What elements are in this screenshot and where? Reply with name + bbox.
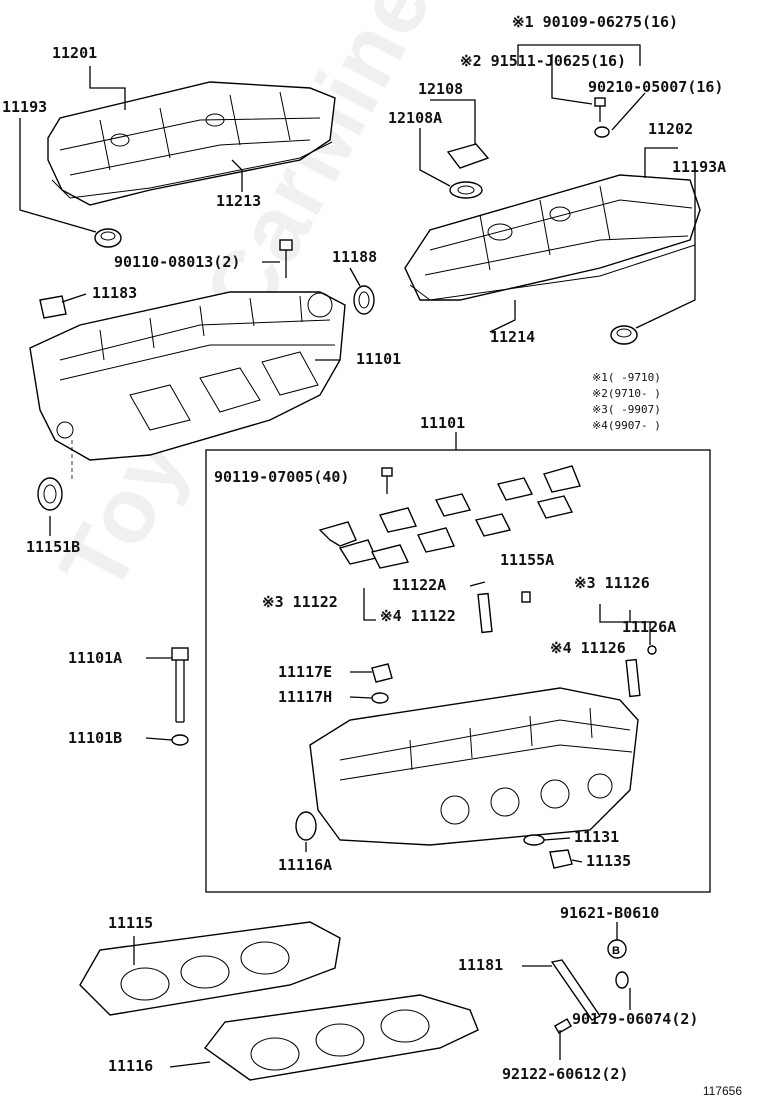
cylinder-head-sub-assembly-box bbox=[205, 449, 711, 893]
legend-range-1: ( -9710) bbox=[607, 371, 661, 384]
leader-lines bbox=[19, 44, 696, 1068]
legend-mark-4: ※4 bbox=[592, 419, 608, 432]
legend: ※1( -9710) ※2(9710- ) ※3( -9907) ※4(9907… bbox=[592, 372, 661, 431]
label-11135: 11135 bbox=[586, 852, 632, 870]
plug-11183 bbox=[39, 295, 67, 319]
label-11122-3: ※3 11122 bbox=[262, 593, 338, 611]
seal-11188 bbox=[353, 285, 375, 315]
pin-11155A bbox=[521, 591, 531, 603]
label-11202: 11202 bbox=[648, 120, 694, 138]
label-11126-4: ※4 11126 bbox=[550, 639, 626, 657]
pin-92122 bbox=[553, 1018, 573, 1034]
label-11155A: 11155A bbox=[500, 551, 555, 569]
label-11117H: 11117H bbox=[278, 688, 333, 706]
label-11151B: 11151B bbox=[26, 538, 81, 556]
bolt-90109 bbox=[594, 97, 606, 122]
label-12108: 12108 bbox=[418, 80, 464, 98]
label-11183: 11183 bbox=[92, 284, 138, 302]
valve-guide-11126 bbox=[625, 658, 641, 698]
legend-mark-2: ※2 bbox=[592, 387, 608, 400]
label-11181: 11181 bbox=[458, 956, 504, 974]
legend-row-1: ※1( -9710) bbox=[592, 372, 661, 383]
cylinder-head-cover-left bbox=[47, 81, 336, 206]
ring-11131 bbox=[523, 834, 545, 846]
label-91511-J0625: ※2 91511-J0625(16) bbox=[460, 52, 627, 70]
head-gasket-11116 bbox=[204, 994, 479, 1081]
label-11101-box: 11101 bbox=[420, 414, 466, 432]
washer-11101B bbox=[171, 734, 189, 746]
label-91621-B0610: 91621-B0610 bbox=[560, 904, 660, 922]
legend-mark-3: ※3 bbox=[592, 403, 608, 416]
label-90179-06074: 90179-06074(2) bbox=[572, 1010, 699, 1028]
bolt-11101A bbox=[171, 647, 189, 723]
label-11213: 11213 bbox=[216, 192, 262, 210]
label-11122A: 11122A bbox=[392, 576, 447, 594]
oil-cap-gasket-12108A bbox=[449, 181, 483, 199]
figure-number: 117656 bbox=[702, 1084, 742, 1098]
label-11193A: 11193A bbox=[672, 158, 727, 176]
grommet-11193 bbox=[94, 228, 122, 248]
legend-range-2: (9710- ) bbox=[607, 387, 661, 400]
label-90210-05007: 90210-05007(16) bbox=[588, 78, 724, 96]
legend-row-2: ※2(9710- ) bbox=[592, 388, 661, 399]
label-90110-08013: 90110-08013(2) bbox=[114, 253, 241, 271]
plug-11135 bbox=[549, 849, 573, 869]
bolt-90179 bbox=[615, 971, 629, 989]
label-90119-07005: 90119-07005(40) bbox=[214, 468, 350, 486]
grommet-11193A bbox=[610, 325, 638, 345]
legend-row-4: ※4(9907- ) bbox=[592, 420, 661, 431]
label-12108A: 12108A bbox=[388, 109, 443, 127]
cylinder-head-in-box bbox=[309, 687, 639, 846]
legend-range-4: (9907- ) bbox=[607, 419, 661, 432]
valve-guide-11122 bbox=[477, 592, 493, 634]
cylinder-head-cover-right bbox=[404, 174, 701, 301]
legend-mark-1: ※1 bbox=[592, 371, 608, 384]
head-gasket-11115 bbox=[79, 921, 341, 1016]
label-11126-3: ※3 11126 bbox=[574, 574, 650, 592]
label-11201: 11201 bbox=[52, 44, 98, 62]
label-11131: 11131 bbox=[574, 828, 620, 846]
seal-11116A bbox=[295, 811, 317, 841]
label-11116A: 11116A bbox=[278, 856, 333, 874]
b-marker-text: B bbox=[612, 945, 620, 957]
washer-11117H bbox=[371, 692, 389, 704]
label-11101A: 11101A bbox=[68, 649, 123, 667]
legend-row-3: ※3( -9907) bbox=[592, 404, 661, 415]
camshaft-bearing-caps bbox=[318, 465, 581, 569]
seal-11151B bbox=[37, 477, 63, 511]
label-11101-top: 11101 bbox=[356, 350, 402, 368]
label-11116: 11116 bbox=[108, 1057, 154, 1075]
label-90109-06275: ※1 90109-06275(16) bbox=[512, 13, 679, 31]
label-11188: 11188 bbox=[332, 248, 378, 266]
oil-filler-cap-12108 bbox=[446, 143, 490, 169]
washer-90210 bbox=[594, 126, 610, 138]
label-11117E: 11117E bbox=[278, 663, 333, 681]
bolt-90119 bbox=[381, 467, 393, 494]
label-11122-4: ※4 11122 bbox=[380, 607, 456, 625]
bolt-90110 bbox=[279, 239, 293, 278]
plug-11117E bbox=[371, 663, 393, 683]
ring-11126A bbox=[647, 645, 657, 655]
cylinder-head-left bbox=[29, 291, 346, 461]
legend-range-3: ( -9907) bbox=[607, 403, 661, 416]
arm-11181 bbox=[550, 959, 602, 1021]
label-11115: 11115 bbox=[108, 914, 154, 932]
label-11101B: 11101B bbox=[68, 729, 123, 747]
label-11126A: 11126A bbox=[622, 618, 677, 636]
label-11214: 11214 bbox=[490, 328, 536, 346]
label-92122-60612: 92122-60612(2) bbox=[502, 1065, 629, 1083]
label-11193: 11193 bbox=[2, 98, 48, 116]
